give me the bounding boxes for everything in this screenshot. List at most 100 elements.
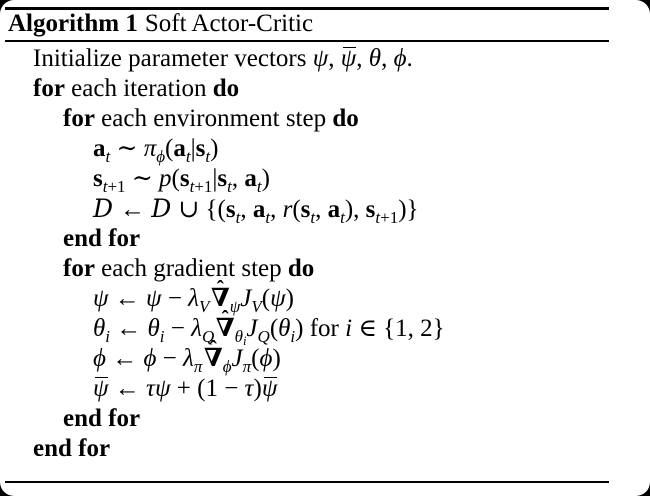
math-token: ,	[270, 196, 283, 223]
math-token: t	[227, 176, 232, 196]
math-token: )	[210, 135, 219, 162]
math-token: i	[345, 315, 353, 342]
math-token: i	[290, 326, 296, 346]
algorithm-line: ψ ← τψ + (1 − τ)ψ	[0, 374, 650, 404]
math-token: ϕ	[93, 345, 106, 372]
math-token: s	[365, 196, 376, 223]
math-token: s	[195, 135, 206, 162]
math-token: i	[159, 326, 165, 346]
algorithm-line: D ← D ∪ {(st, at, r(st, at), st+1)}	[0, 194, 650, 227]
math-token: θ	[234, 326, 243, 346]
math-token: (	[292, 196, 301, 223]
math-token: ψ	[229, 296, 241, 316]
math-token: t	[235, 207, 241, 227]
math-token: ,	[356, 45, 369, 72]
math-token: t	[105, 146, 111, 166]
math-token: ∪ {(	[172, 196, 226, 223]
math-token: −	[161, 285, 189, 312]
algorithm-line: for each environment step do	[0, 104, 650, 134]
math-token: p	[159, 165, 172, 192]
algorithm-line: st+1 ∼ p(st+1|st, at)	[0, 164, 650, 196]
math-token: π	[193, 356, 203, 376]
math-token: J	[246, 315, 258, 342]
math-token: ψ	[154, 375, 171, 402]
nabla-symbol: ∇ˆ	[215, 305, 235, 342]
math-token: t	[265, 207, 271, 227]
math-token: ψ	[270, 285, 286, 312]
math-token: t	[310, 207, 316, 227]
hat-accent: ˆ	[221, 305, 229, 330]
math-token: (	[165, 135, 174, 162]
math-token: ∈ {1, 2}	[352, 315, 445, 342]
math-token: ψ	[146, 285, 162, 312]
math-token: (	[251, 345, 260, 372]
math-token: )	[272, 345, 281, 372]
math-token: ,	[240, 196, 253, 223]
math-token: +1	[380, 207, 399, 227]
math-token: π	[143, 135, 157, 162]
algorithm-line: end for	[0, 224, 650, 254]
math-token: ),	[344, 196, 366, 223]
math-token: ψ	[261, 375, 278, 402]
math-token: ϕ	[222, 356, 232, 376]
math-token: θ	[147, 315, 160, 342]
math-token: ϕ	[143, 345, 157, 372]
math-token: +1	[194, 176, 213, 196]
math-token: s	[179, 165, 190, 192]
math-token: )}	[398, 196, 419, 223]
math-token: −	[156, 345, 184, 372]
hat-accent: ˆ	[209, 335, 217, 360]
math-token: s	[300, 196, 311, 223]
algorithm-line: end for	[0, 404, 650, 434]
math-token: ψ	[340, 45, 357, 72]
bottom-rule	[5, 481, 609, 483]
math-token: end for	[63, 225, 141, 252]
math-token: V	[199, 296, 210, 316]
math-token: −	[164, 315, 192, 342]
math-token: t	[185, 146, 191, 166]
math-token: each iteration	[64, 75, 213, 102]
math-token: t	[375, 207, 381, 227]
math-token: λ	[191, 315, 202, 342]
math-token: i	[242, 334, 247, 348]
math-token: a	[327, 196, 341, 223]
math-token: ) for	[295, 315, 346, 342]
nabla-symbol: ∇ˆ	[203, 335, 223, 372]
math-token: do	[332, 105, 359, 132]
math-token: a	[244, 165, 257, 192]
math-token: a	[173, 135, 186, 162]
math-token: a	[93, 135, 106, 162]
algorithm-line: at ∼ πϕ(at|st)	[0, 134, 650, 166]
math-token: ,	[381, 45, 394, 72]
math-token: for	[63, 105, 95, 132]
math-token: Q	[201, 326, 215, 346]
math-token: s	[225, 196, 236, 223]
math-token: s	[93, 165, 103, 192]
math-token: ←	[113, 196, 152, 223]
math-token: ∼	[125, 165, 160, 192]
math-token: |	[190, 135, 196, 162]
math-token: end for	[63, 405, 141, 432]
math-token: ←	[108, 375, 147, 402]
math-token: θ	[93, 315, 106, 342]
math-token: i	[105, 326, 111, 346]
math-token: t	[340, 207, 345, 227]
math-token: λ	[183, 345, 194, 372]
math-token: ϕ	[259, 345, 273, 372]
math-token: J	[240, 285, 252, 312]
math-token: τ	[146, 375, 155, 402]
math-token: Q	[257, 326, 270, 346]
algorithm-line: for each gradient step do	[0, 254, 650, 284]
hat-accent: ˆ	[216, 275, 224, 300]
math-token: ←	[108, 285, 147, 312]
math-token: +1	[107, 176, 126, 196]
math-token: t	[256, 176, 262, 196]
math-token: .	[406, 45, 413, 72]
top-rule	[5, 7, 609, 10]
math-token: Initialize parameter vectors	[33, 45, 313, 72]
